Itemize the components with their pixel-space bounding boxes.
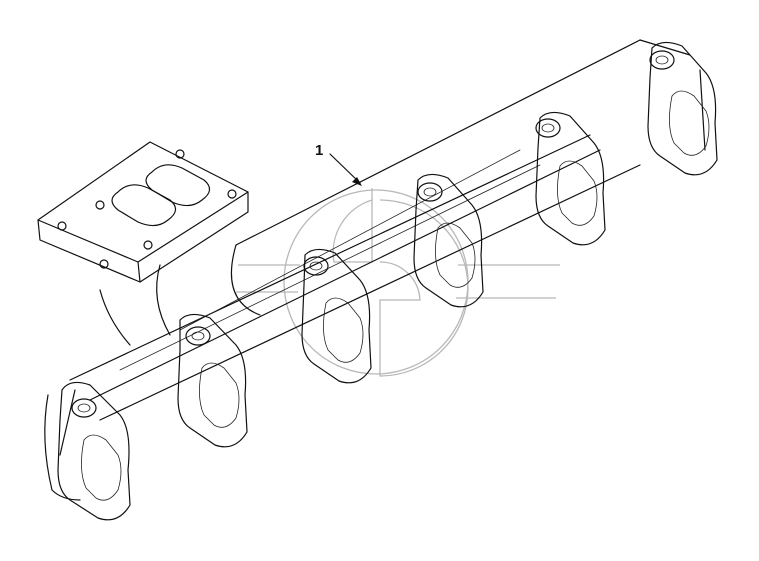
port-flange-3 (301, 248, 372, 384)
callout-label-1: 1 (315, 142, 323, 159)
turbo-flange (37, 141, 249, 283)
port-flange-5 (535, 111, 606, 246)
port-flange-1 (57, 381, 131, 521)
callout-arrowhead (352, 177, 362, 186)
callout-1: 1 (315, 142, 362, 186)
port-flange-6 (647, 41, 718, 176)
callout-leader-line (329, 153, 361, 184)
manifold-body (44, 39, 706, 501)
watermark-emblem (236, 188, 560, 377)
port-flange-4 (413, 173, 484, 308)
port-flange-2 (177, 313, 248, 448)
